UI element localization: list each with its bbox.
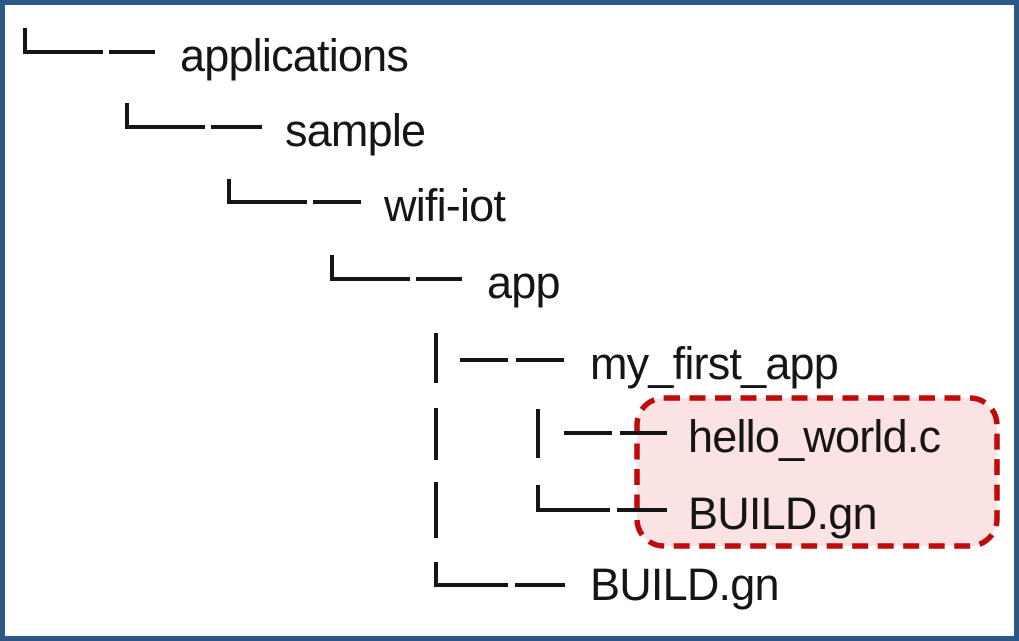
tree-node-sample: sample [285,105,426,156]
tree-node-hello-world-c: hello_world.c [688,411,941,462]
tree-node-build-gn-inner: BUILD.gn [688,488,878,539]
tree-node-my-first-app: my_first_app [590,338,839,389]
highlight-box [634,395,1000,549]
tree-node-wifi-iot: wifi-iot [384,180,506,231]
tree-node-applications: applications [180,30,409,81]
tree-node-build-gn-root: BUILD.gn [590,559,780,610]
tree-node-app: app [487,257,560,308]
